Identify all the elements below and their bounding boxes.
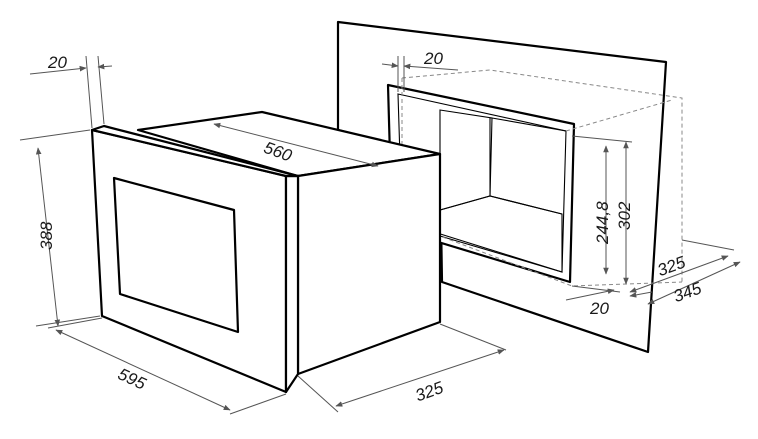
dim-niche-frame-label: 20: [423, 49, 443, 68]
dim-niche-depth-inner-label: 325: [655, 252, 689, 280]
dim-front-height: 388: [19, 129, 101, 327]
dim-front-width-label: 595: [115, 364, 149, 393]
dim-niche-height-outer-label: 302: [615, 201, 634, 230]
dim-front-frame-depth-label: 20: [47, 53, 67, 72]
dim-front-height-label: 388: [37, 221, 56, 250]
dim-niche-bottom-offset: 20: [565, 288, 653, 318]
dim-niche-frame: 20: [381, 49, 459, 92]
dim-niche-heights: 244,8 302: [571, 135, 634, 285]
dim-niche-height-inner-label: 244,8: [593, 201, 612, 245]
dim-body-depth-side-label: 325: [413, 378, 447, 406]
dim-front-frame-depth: 20: [29, 53, 113, 129]
oven-body: [90, 110, 442, 394]
dim-niche-bottom-offset-label: 20: [589, 299, 609, 318]
